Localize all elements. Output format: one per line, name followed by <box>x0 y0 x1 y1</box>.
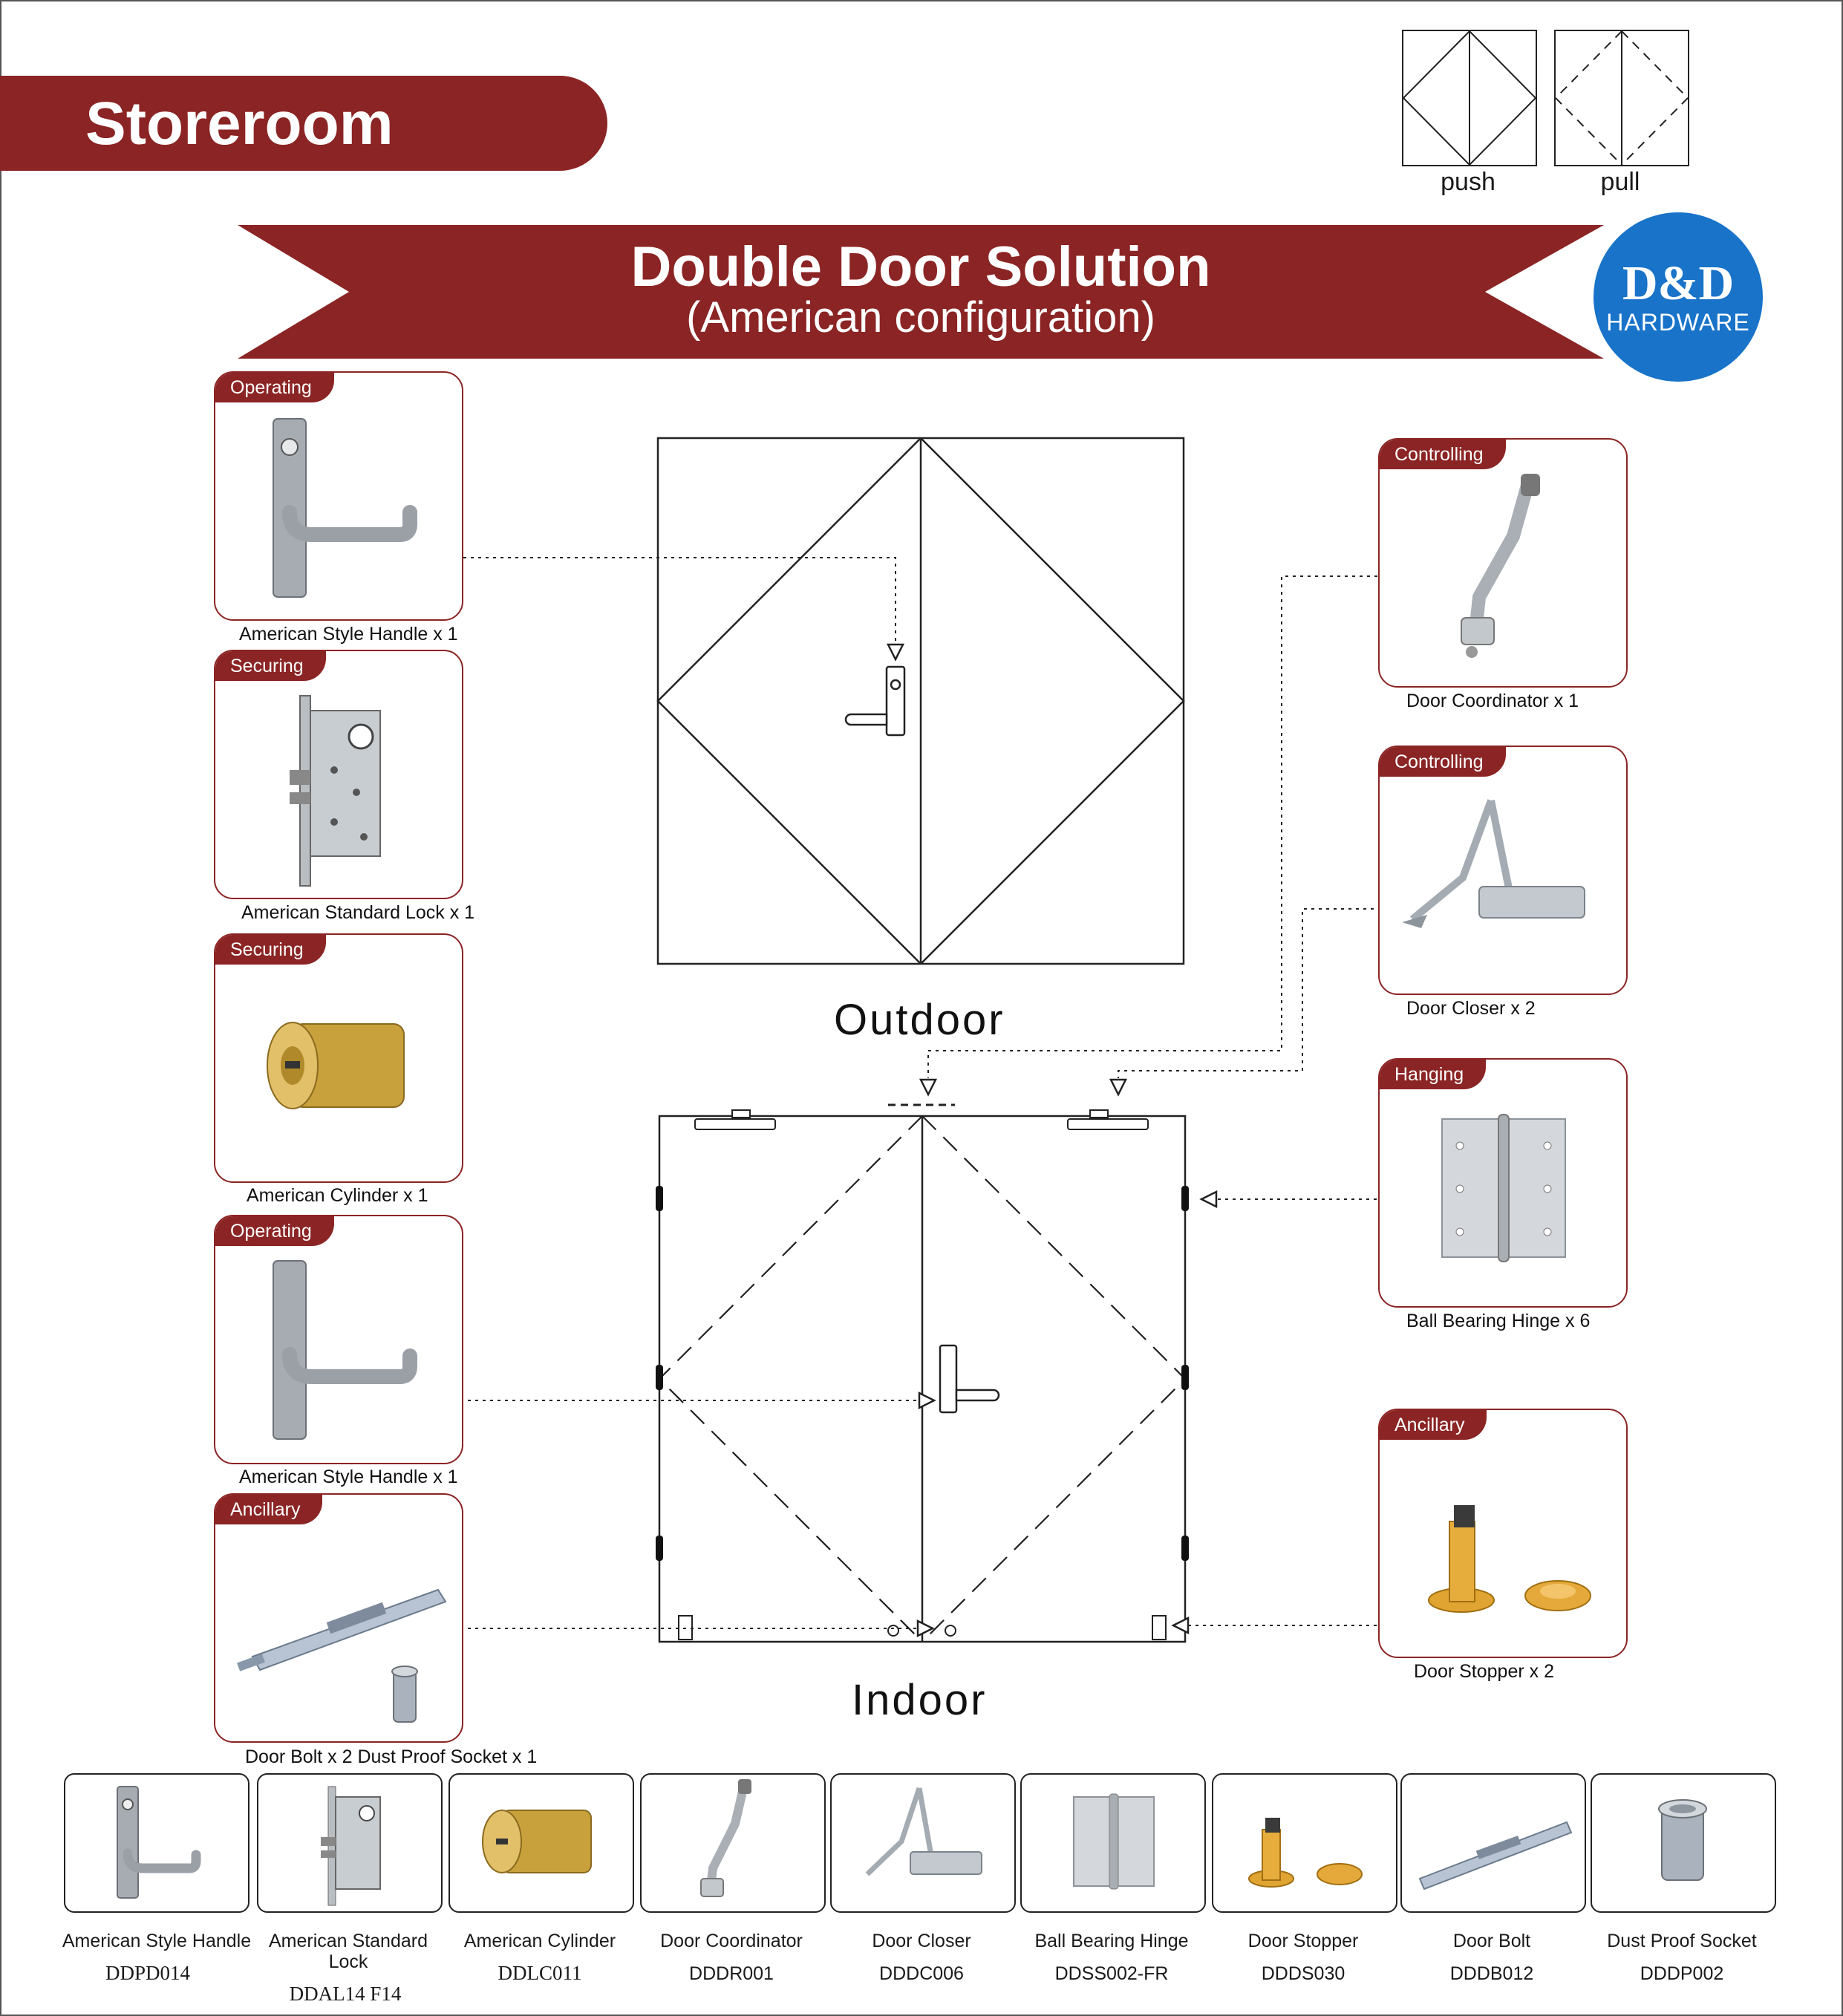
card-tag: Controlling <box>1380 440 1506 469</box>
card-handle: Operating <box>214 1215 463 1464</box>
mortise-lock-icon <box>321 1786 381 1906</box>
product-name: Door Bolt <box>1452 1931 1531 1951</box>
card-tag: Ancillary <box>1380 1410 1487 1440</box>
card-tag: Controlling <box>1380 747 1506 777</box>
door-stopper-icon <box>1248 1818 1363 1888</box>
brand-logo: D&D HARDWARE <box>1594 212 1763 382</box>
card-tag: Operating <box>215 1216 334 1246</box>
product-name: American Standard Lock <box>268 1931 428 1972</box>
product-name: American Cylinder <box>463 1931 616 1951</box>
product-name: Door Closer <box>872 1931 971 1951</box>
banner-title: Double Door Solution <box>630 235 1211 299</box>
product-box <box>1591 1773 1776 1913</box>
outdoor-label: Outdoor <box>834 996 1005 1044</box>
door-closer-icon <box>865 1787 982 1876</box>
product-code: DDDP002 <box>1640 1963 1724 1984</box>
card-caption: American Style Handle x 1 <box>239 1467 458 1487</box>
product-code: DDAL14 F14 <box>289 1983 402 2005</box>
card-caption: Door Stopper x 2 <box>1414 1661 1554 1682</box>
door-stopper-icon <box>1428 1505 1591 1613</box>
card-tag: Ancillary <box>215 1495 323 1524</box>
product-box <box>830 1773 1016 1913</box>
card-door-stopper: Ancillary <box>1378 1409 1628 1658</box>
brass-cylinder-icon <box>267 1022 405 1109</box>
card-door-bolt: Ancillary <box>214 1493 463 1743</box>
product-name: Dust Proof Socket <box>1607 1931 1757 1951</box>
product-name: Door Stopper <box>1247 1931 1359 1951</box>
product-code: DDSS002-FR <box>1054 1963 1169 1984</box>
banner-ribbon <box>238 225 1604 359</box>
logo-text: D&D <box>1622 256 1735 310</box>
indoor-label: Indoor <box>852 1676 988 1724</box>
card-caption: Door Closer x 2 <box>1406 998 1536 1019</box>
card-caption: Door Coordinator x 1 <box>1406 691 1579 711</box>
card-caption: Ball Bearing Hinge x 6 <box>1406 1311 1591 1331</box>
product-code: DDDC006 <box>879 1963 964 1984</box>
product-box <box>1020 1773 1206 1913</box>
card-door-closer: Controlling <box>1378 746 1628 995</box>
product-box <box>640 1773 826 1913</box>
push-label: push <box>1441 168 1495 196</box>
product-box <box>448 1773 634 1913</box>
card-caption: American Standard Lock x 1 <box>241 902 475 923</box>
card-mortise-lock: Securing <box>214 650 463 899</box>
indoor-door-plan <box>658 1115 1187 1643</box>
card-caption: Door Bolt x 2 Dust Proof Socket x 1 <box>245 1746 538 1767</box>
mortise-lock-icon <box>290 695 381 887</box>
page-title: Storeroom <box>85 90 394 157</box>
bolt-marks <box>887 1625 956 1637</box>
card-tag: Securing <box>215 935 326 965</box>
card-tag: Operating <box>215 373 334 402</box>
card-caption: American Cylinder x 1 <box>247 1185 428 1206</box>
title-pill: Storeroom <box>0 76 607 171</box>
card-tag: Securing <box>215 651 326 681</box>
door-closer-icon <box>1402 799 1585 928</box>
lever-handle-with-key-icon <box>273 418 417 598</box>
brass-cylinder-icon <box>482 1810 592 1873</box>
flush-bolt-icon <box>237 1588 447 1723</box>
hinge-icon <box>1441 1114 1566 1262</box>
logo-subtext: HARDWARE <box>1606 309 1750 336</box>
card-cylinder: Securing <box>214 933 463 1183</box>
product-name: Ball Bearing Hinge <box>1034 1931 1189 1951</box>
lever-handle-icon <box>273 1260 417 1440</box>
outdoor-door-elevation <box>656 437 1185 965</box>
card-hinge: Hanging <box>1378 1058 1628 1308</box>
product-box <box>64 1773 249 1913</box>
door-coordinator-icon <box>1461 474 1540 658</box>
closer-marks <box>694 1109 1149 1130</box>
card-handle-with-key: Operating <box>214 371 463 621</box>
product-code: DDLC011 <box>498 1962 582 1984</box>
push-icon <box>1402 30 1537 166</box>
card-coordinator: Controlling <box>1378 438 1628 688</box>
hinge-marks <box>656 1186 1189 1561</box>
dust-proof-socket-icon <box>1658 1799 1707 1881</box>
product-code: DDDS030 <box>1261 1963 1345 1984</box>
flush-bolt-icon <box>1418 1821 1573 1891</box>
product-box <box>1212 1773 1397 1913</box>
lever-handle-with-key-icon <box>117 1786 201 1899</box>
outdoor-handle-icon <box>844 665 906 737</box>
product-box <box>257 1773 443 1913</box>
product-code: DDPD014 <box>105 1962 190 1984</box>
product-code: DDDR001 <box>689 1963 774 1984</box>
product-name: Door Coordinator <box>660 1931 803 1951</box>
product-box <box>1400 1773 1586 1913</box>
indoor-handle-icon <box>939 1344 1000 1414</box>
card-caption: American Style Handle x 1 <box>239 624 458 645</box>
product-code: DDDB012 <box>1449 1963 1534 1984</box>
pull-label: pull <box>1600 168 1640 196</box>
banner-subtitle: (American configuration) <box>686 293 1155 342</box>
pull-icon <box>1554 30 1689 166</box>
hinge-icon <box>1073 1793 1155 1890</box>
door-coordinator-icon <box>700 1779 751 1897</box>
card-tag: Hanging <box>1380 1060 1487 1089</box>
product-name: American Style Handle <box>62 1931 252 1951</box>
